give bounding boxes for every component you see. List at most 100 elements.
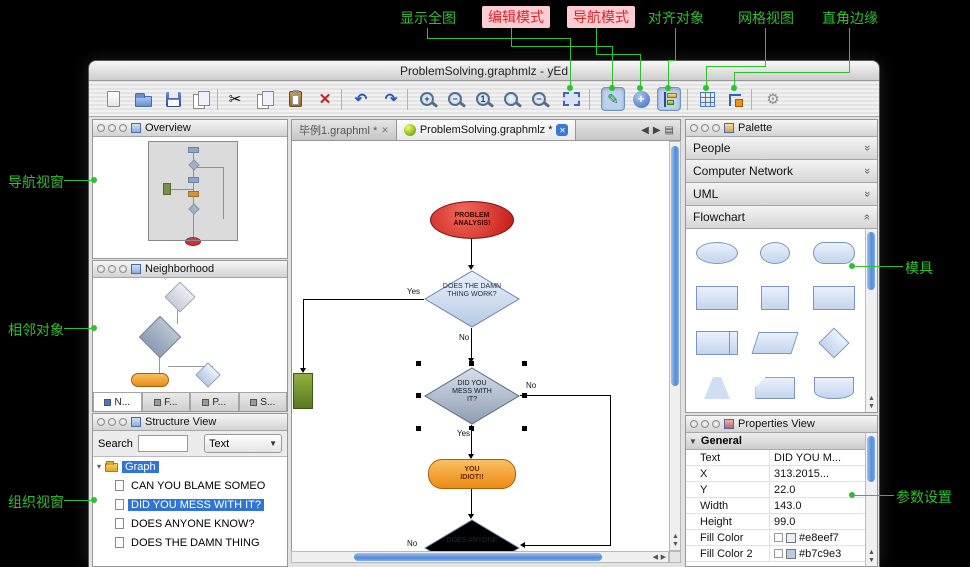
edge[interactable]: [303, 299, 424, 300]
scroll-down-arrow[interactable]: ▼: [868, 557, 875, 564]
property-value[interactable]: 313.2015...: [774, 467, 830, 480]
prev-tab-button[interactable]: ◀: [641, 124, 649, 136]
overview-minimap[interactable]: [93, 137, 287, 258]
node-green-partial[interactable]: [293, 373, 313, 409]
selection-handle[interactable]: [522, 426, 527, 431]
canvas-horizontal-scrollbar[interactable]: ◀ ▶: [291, 551, 669, 563]
open-file-button[interactable]: [131, 87, 155, 111]
panel-button[interactable]: [701, 420, 709, 428]
palette-shape-document[interactable]: [813, 377, 854, 400]
new-document-button[interactable]: [101, 87, 125, 111]
property-value[interactable]: #b7c9e3: [770, 548, 841, 560]
palette-shape-ellipse-small[interactable]: [760, 241, 791, 264]
tree-row-selected[interactable]: DID YOU MESS WITH IT?: [93, 495, 287, 514]
palette-scrollbar[interactable]: ▲ ▼: [865, 229, 877, 412]
tree-row[interactable]: DOES THE DAMN THING: [93, 533, 287, 552]
zoom-out-button[interactable]: −: [443, 87, 467, 111]
scroll-left-arrow[interactable]: ◀: [652, 554, 658, 561]
palette-section-computer-network[interactable]: Computer Network»: [686, 160, 877, 183]
orthogonal-edges-button[interactable]: [723, 87, 747, 111]
panel-button[interactable]: [712, 420, 720, 428]
fit-content-button[interactable]: [559, 87, 583, 111]
panel-button[interactable]: [97, 418, 105, 426]
zoom-area-button[interactable]: −: [527, 87, 551, 111]
scroll-up-arrow[interactable]: ▲: [672, 533, 679, 540]
selection-handle[interactable]: [469, 426, 474, 431]
zoom-original-button[interactable]: 1: [471, 87, 495, 111]
palette-section-people[interactable]: People»: [686, 137, 877, 160]
palette-section-flowchart[interactable]: Flowchart»: [686, 206, 877, 229]
scroll-down-arrow[interactable]: ▼: [672, 541, 679, 548]
panel-button[interactable]: [690, 420, 698, 428]
selection-handle[interactable]: [416, 426, 421, 431]
property-value[interactable]: DID YOU M...: [774, 451, 842, 464]
selection-handle[interactable]: [522, 393, 527, 398]
selection-handle[interactable]: [469, 361, 474, 366]
scrollbar-thumb[interactable]: [354, 553, 602, 561]
panel-button[interactable]: [97, 265, 105, 273]
tree-row-graph[interactable]: ▾ Graph: [93, 457, 287, 476]
copy-button[interactable]: [253, 87, 277, 111]
palette-shape-ellipse[interactable]: [696, 241, 739, 264]
delete-button[interactable]: ✕: [313, 87, 337, 111]
panel-button[interactable]: [108, 418, 116, 426]
panel-button[interactable]: [712, 124, 720, 132]
panel-button[interactable]: [119, 418, 127, 426]
grid-view-button[interactable]: [695, 87, 719, 111]
palette-section-uml[interactable]: UML»: [686, 183, 877, 206]
property-value[interactable]: 22.0: [774, 483, 796, 496]
align-objects-button[interactable]: [657, 87, 681, 111]
edge[interactable]: [525, 545, 610, 546]
close-icon[interactable]: ✕: [381, 124, 389, 135]
documents-button[interactable]: [189, 87, 213, 111]
minimap-viewport[interactable]: [148, 141, 238, 241]
edge[interactable]: [471, 425, 472, 455]
save-button[interactable]: [161, 87, 185, 111]
navigation-mode-button[interactable]: [629, 87, 653, 111]
edge[interactable]: [520, 395, 610, 396]
edge[interactable]: [303, 299, 304, 369]
panel-button[interactable]: [97, 124, 105, 132]
palette-shape-rectangle-narrow[interactable]: [761, 285, 790, 310]
palette-shape-parallelogram[interactable]: [751, 332, 800, 355]
close-icon[interactable]: ✕: [556, 124, 569, 136]
scroll-right-arrow[interactable]: ▶: [660, 554, 666, 561]
settings-button[interactable]: ⚙: [761, 87, 785, 111]
redo-button[interactable]: ↷: [379, 87, 403, 111]
neighborhood-tab-1[interactable]: F...: [141, 392, 190, 411]
palette-shape-card[interactable]: [755, 377, 796, 400]
properties-scrollbar[interactable]: ▲ ▼: [865, 433, 877, 566]
scroll-up-arrow[interactable]: ▲: [868, 549, 875, 556]
tree-row[interactable]: CAN YOU BLAME SOMEO: [93, 476, 287, 495]
edit-mode-button[interactable]: ✎: [601, 87, 625, 111]
palette-shape-decision[interactable]: [818, 327, 850, 359]
node-decision-does-it-work[interactable]: DOES THE DAMN THING WORK?: [424, 270, 520, 328]
panel-button[interactable]: [119, 124, 127, 132]
window-titlebar[interactable]: ProblemSolving.graphmlz - yEd: [89, 61, 879, 81]
document-tab-2-active[interactable]: ProblemSolving.graphmlz * ✕: [395, 120, 577, 140]
scroll-up-arrow[interactable]: ▲: [868, 395, 875, 402]
edge[interactable]: [471, 328, 472, 359]
search-input[interactable]: [137, 435, 188, 452]
node-decision-mess-with-it-selected[interactable]: DID YOU MESS WITH IT?: [424, 367, 520, 425]
scrollbar-thumb[interactable]: [867, 232, 875, 290]
checkbox[interactable]: [774, 549, 783, 558]
next-tab-button[interactable]: ▶: [652, 124, 661, 136]
canvas[interactable]: PROBLEM ANALYSIS! DOES THE DAMN THING WO…: [291, 141, 669, 551]
document-tab-1[interactable]: 毕例1.graphml * ✕: [292, 120, 396, 140]
zoom-to-selection-button[interactable]: [499, 87, 523, 111]
search-filter-dropdown[interactable]: Text ▼: [204, 434, 282, 453]
tab-list-button[interactable]: ▤: [664, 124, 674, 136]
undo-button[interactable]: ↶: [349, 87, 373, 111]
palette-shape-rounded-rectangle[interactable]: [812, 241, 855, 264]
checkbox[interactable]: [774, 533, 783, 542]
zoom-in-button[interactable]: +: [415, 87, 439, 111]
palette-shape-rectangle[interactable]: [812, 285, 855, 310]
edge[interactable]: [610, 395, 611, 546]
node-you-idiot[interactable]: YOU IDIOT!!: [428, 459, 516, 489]
paste-button[interactable]: [283, 87, 307, 111]
panel-button[interactable]: [108, 265, 116, 273]
node-problem-analysis[interactable]: PROBLEM ANALYSIS!: [430, 201, 514, 239]
selection-handle[interactable]: [522, 361, 527, 366]
panel-button[interactable]: [119, 265, 127, 273]
